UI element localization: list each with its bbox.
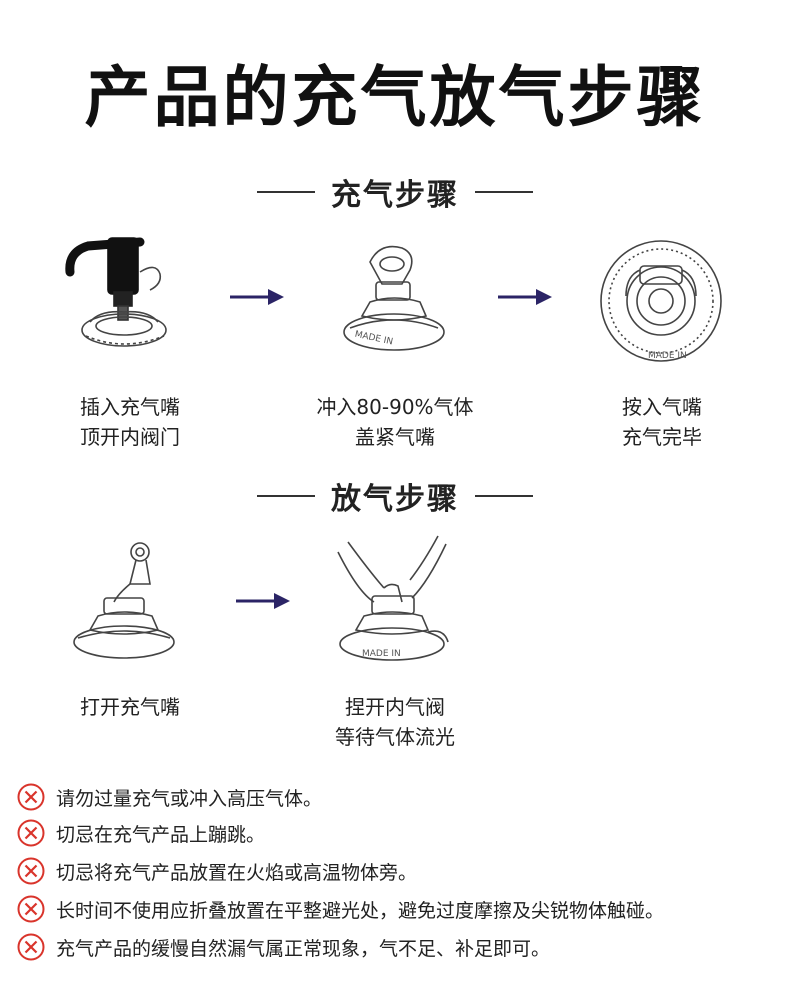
warning-note: 切忌将充气产品放置在火焰或高温物体旁。	[16, 856, 417, 886]
warning-note-text: 切忌将充气产品放置在火焰或高温物体旁。	[56, 861, 418, 884]
deflate-section-heading: 放气步骤	[0, 474, 790, 518]
step-pinch-valve-illustration: MADE IN	[337, 535, 449, 661]
valve-marking-text: MADE IN	[362, 649, 401, 659]
prohibited-x-icon	[17, 783, 45, 811]
warning-note-text: 长时间不使用应折叠放置在平整避光处，避免过度摩擦及尖锐物体触碰。	[56, 899, 665, 922]
step-open-cap-illustration	[73, 542, 175, 659]
prohibited-x-icon	[17, 819, 45, 847]
valve-marking-text: MADE IN	[648, 351, 687, 361]
warning-note: 切忌在充气产品上蹦跳。	[16, 818, 265, 848]
warning-note: 长时间不使用应折叠放置在平整避光处，避免过度摩擦及尖锐物体触碰。	[16, 894, 664, 924]
prohibited-x-icon	[17, 895, 45, 923]
caption-line: 充气完毕	[622, 425, 702, 449]
inflate-heading-text: 充气步骤	[331, 178, 459, 213]
caption-line: 插入充气嘴	[80, 395, 180, 419]
warning-note-text: 充气产品的缓慢自然漏气属正常现象，气不足、补足即可。	[56, 937, 551, 960]
inflate-section-heading: 充气步骤	[0, 170, 790, 214]
caption-line: 等待气体流光	[335, 725, 455, 749]
arrow-right-icon	[230, 289, 284, 305]
caption-line: 盖紧气嘴	[355, 425, 435, 449]
page-title: 产品的充气放气步骤	[84, 59, 706, 136]
caption-line: 打开充气嘴	[80, 695, 180, 719]
deflate-heading-text: 放气步骤	[331, 482, 459, 517]
warning-note-text: 请勿过量充气或冲入高压气体。	[56, 787, 323, 810]
warning-note: 请勿过量充气或冲入高压气体。	[16, 782, 322, 812]
caption-line: 按入气嘴	[622, 395, 702, 419]
heading-rule-left	[257, 495, 315, 497]
step-push-valve-illustration: MADE IN	[600, 240, 722, 362]
caption-line: 顶开内阀门	[80, 425, 180, 449]
inflate-step-1-caption: 插入充气嘴 顶开内阀门	[40, 392, 220, 452]
inflate-step-2-caption: 冲入80-90%气体 盖紧气嘴	[295, 392, 495, 452]
inflate-step-3-caption: 按入气嘴 充气完毕	[572, 392, 752, 452]
arrow-right-icon	[236, 593, 290, 609]
step-insert-nozzle-illustration	[65, 237, 167, 347]
heading-rule-right	[475, 495, 533, 497]
arrow-right-icon	[498, 289, 552, 305]
warning-note-text: 切忌在充气产品上蹦跳。	[56, 823, 266, 846]
heading-rule-left	[257, 191, 315, 193]
prohibited-x-icon	[17, 857, 45, 885]
heading-rule-right	[475, 191, 533, 193]
caption-line: 捏开内气阀	[345, 695, 445, 719]
caption-line: 冲入80-90%气体	[316, 395, 474, 419]
step-fill-and-cap-illustration: MADE IN	[343, 245, 445, 351]
warning-note: 充气产品的缓慢自然漏气属正常现象，气不足、补足即可。	[16, 932, 550, 962]
prohibited-x-icon	[17, 933, 45, 961]
deflate-step-2-caption: 捏开内气阀 等待气体流光	[300, 692, 490, 752]
deflate-step-1-caption: 打开充气嘴	[40, 692, 220, 722]
